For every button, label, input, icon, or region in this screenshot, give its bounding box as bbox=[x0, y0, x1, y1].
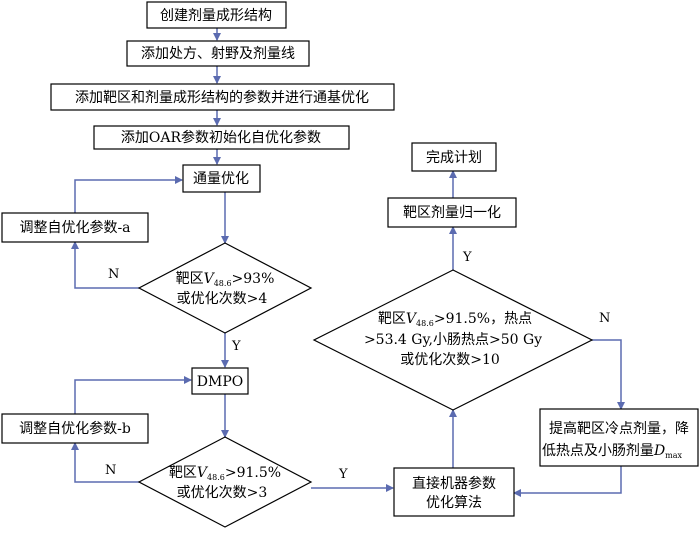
decision-1-line2: 或优化次数>4 bbox=[177, 291, 268, 307]
step-add-target-params: 添加靶区和剂量成形结构的参数并进行通基优化 bbox=[50, 83, 395, 111]
step-flux-optimization: 通量优化 bbox=[182, 164, 261, 193]
decision-1-line1: 靶区V48.6>93% bbox=[176, 271, 275, 288]
arrow-adjust-a-flux bbox=[74, 176, 183, 213]
step-add-prescription-label: 添加处方、射野及剂量线 bbox=[141, 46, 295, 62]
step-add-oar-label: 添加OAR参数初始化自优化参数 bbox=[121, 129, 321, 146]
label-y-decision-3: Y bbox=[462, 250, 472, 265]
arrow-d3-raise bbox=[592, 339, 625, 410]
step-normalize: 靶区剂量归一化 bbox=[387, 197, 517, 228]
step-raise-cold-spot-box bbox=[539, 408, 699, 467]
step-complete-label: 完成计划 bbox=[426, 150, 482, 166]
connectors bbox=[71, 28, 625, 497]
step-adjust-a-label: 调整自优化参数-a bbox=[19, 219, 130, 236]
decision-2-sub: 48.6 bbox=[207, 473, 225, 482]
decision-2-line1: 靶区V48.6>91.5% bbox=[169, 465, 281, 482]
decision-1: 靶区V48.6>93% 或优化次数>4 bbox=[137, 242, 313, 334]
label-n-decision-2: N bbox=[105, 463, 116, 478]
step-raise-cold-spot-line2: 低热点及小肠剂量Dmax bbox=[542, 443, 683, 460]
raise-dose-symbol: D bbox=[653, 443, 665, 459]
decision-3-v: V bbox=[406, 311, 418, 327]
decision-1-diamond bbox=[137, 242, 313, 334]
step-add-target-params-box bbox=[50, 83, 395, 111]
decision-3-line1: 靶区V48.6>91.5%，热点 bbox=[378, 311, 532, 328]
decision-2-diamond bbox=[137, 436, 313, 528]
step-adjust-b: 调整自优化参数-b bbox=[1, 413, 149, 444]
raise-line2-text: 低热点及小肠剂量 bbox=[542, 443, 654, 459]
decision-3-diamond bbox=[312, 269, 594, 411]
step-direct-machine-line2: 优化算法 bbox=[426, 495, 482, 511]
step-direct-machine: 直接机器参数 优化算法 bbox=[393, 467, 515, 517]
step-create-structure-box bbox=[146, 1, 287, 29]
step-adjust-a: 调整自优化参数-a bbox=[1, 212, 149, 243]
decision-3-sub: 48.6 bbox=[416, 319, 434, 328]
raise-dose-subscript: max bbox=[665, 451, 682, 460]
decision-1-prefix: 靶区 bbox=[176, 271, 204, 287]
decision-2-v: V bbox=[197, 465, 209, 481]
step-dmpo-box bbox=[191, 367, 249, 395]
step-create-structure: 创建剂量成形结构 bbox=[146, 1, 287, 29]
step-add-target-params-label: 添加靶区和剂量成形结构的参数并进行通基优化 bbox=[75, 89, 369, 106]
label-y-decision-2: Y bbox=[338, 467, 348, 482]
decision-3-line3: 或优化次数>10 bbox=[400, 352, 500, 368]
step-complete: 完成计划 bbox=[411, 142, 497, 172]
step-add-oar: 添加OAR参数初始化自优化参数 bbox=[93, 125, 350, 150]
step-dmpo: DMPO bbox=[191, 367, 249, 395]
decision-3: 靶区V48.6>91.5%，热点 >53.4 Gy,小肠热点>50 Gy 或优化… bbox=[312, 269, 594, 411]
step-adjust-b-label: 调整自优化参数-b bbox=[19, 420, 131, 437]
decision-3-threshold: >91.5%，热点 bbox=[434, 311, 532, 327]
decision-2-prefix: 靶区 bbox=[169, 465, 197, 481]
arrow-raise-direct bbox=[513, 466, 622, 497]
step-raise-cold-spot: 提高靶区冷点剂量，降 低热点及小肠剂量Dmax bbox=[539, 408, 699, 467]
step-direct-machine-line1: 直接机器参数 bbox=[412, 475, 496, 492]
step-adjust-b-box bbox=[1, 413, 149, 444]
step-add-oar-box bbox=[93, 125, 350, 150]
arrow-adjust-b-dmpo bbox=[74, 376, 192, 414]
decision-1-threshold: >93% bbox=[232, 271, 275, 287]
step-dmpo-label: DMPO bbox=[197, 374, 243, 390]
decision-2-line2: 或优化次数>3 bbox=[177, 485, 268, 501]
step-normalize-box bbox=[387, 197, 517, 228]
label-n-decision-1: N bbox=[108, 267, 119, 282]
step-flux-optimization-label: 通量优化 bbox=[193, 171, 249, 187]
step-add-prescription: 添加处方、射野及剂量线 bbox=[126, 40, 310, 67]
step-complete-box bbox=[411, 142, 497, 172]
step-flux-optimization-box bbox=[182, 164, 261, 193]
step-add-prescription-box bbox=[126, 40, 310, 67]
decision-3-prefix: 靶区 bbox=[378, 311, 406, 327]
step-normalize-label: 靶区剂量归一化 bbox=[403, 204, 501, 221]
step-direct-machine-box bbox=[393, 467, 515, 517]
decision-2: 靶区V48.6>91.5% 或优化次数>3 bbox=[137, 436, 313, 528]
label-n-decision-3: N bbox=[599, 311, 610, 326]
decision-1-v: V bbox=[204, 271, 216, 287]
label-y-decision-1: Y bbox=[231, 339, 241, 354]
decision-2-threshold: >91.5% bbox=[225, 465, 281, 481]
step-adjust-a-box bbox=[1, 212, 149, 243]
decision-3-line2: >53.4 Gy,小肠热点>50 Gy bbox=[364, 332, 542, 348]
arrow-d2-adjust-b bbox=[71, 442, 139, 483]
arrow-d1-adjust-a bbox=[71, 241, 139, 289]
step-raise-cold-spot-line1: 提高靶区冷点剂量，降 bbox=[549, 420, 689, 437]
decision-1-sub: 48.6 bbox=[214, 279, 232, 288]
step-create-structure-label: 创建剂量成形结构 bbox=[160, 8, 272, 24]
